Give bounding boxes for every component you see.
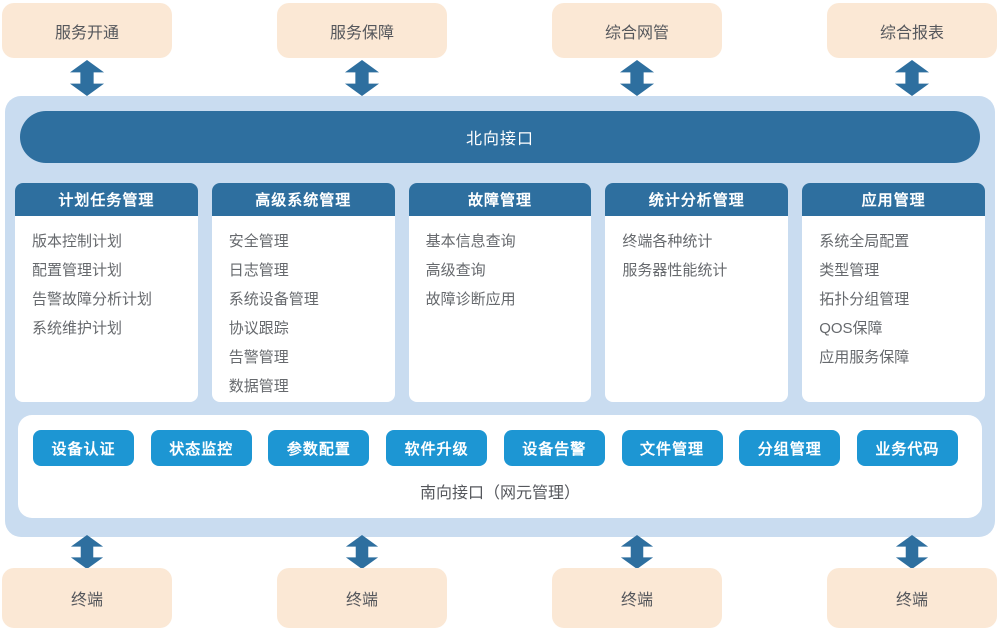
module-item: 系统设备管理 [228, 291, 319, 308]
terminal-box: 终端 [552, 568, 722, 628]
module-item: 系统全局配置 [819, 233, 910, 250]
module-item: 日志管理 [228, 262, 289, 279]
southbound-panel: 设备认证 状态监控 参数配置 软件升级 设备告警 文件管理 分组管理 业务代码 … [18, 415, 982, 518]
module-card-title: 计划任务管理 [15, 183, 198, 216]
top-system-box-integrated-nms: 综合网管 [552, 3, 722, 58]
top-system-box-label: 服务保障 [329, 24, 394, 42]
terminal-box-label: 终端 [895, 592, 928, 609]
module-cards-row: 计划任务管理 版本控制计划 配置管理计划 告警故障分析计划 系统维护计划 高级系… [15, 183, 985, 402]
module-card-title: 高级系统管理 [211, 183, 395, 216]
module-card-body: 版本控制计划 配置管理计划 告警故障分析计划 系统维护计划 [15, 216, 198, 354]
module-item: 数据管理 [228, 378, 289, 395]
southbound-function-device-alarm: 设备告警 [503, 430, 605, 466]
southbound-function-service-code: 业务代码 [856, 430, 958, 466]
top-system-box-service-provisioning: 服务开通 [2, 3, 172, 58]
module-card-title: 统计分析管理 [605, 183, 789, 216]
module-item: 系统维护计划 [32, 320, 123, 337]
module-card-application-management: 应用管理 系统全局配置 类型管理 拓扑分组管理 QOS保障 应用服务保障 [802, 183, 985, 402]
module-item: 服务器性能统计 [622, 262, 728, 279]
module-item: 告警管理 [228, 349, 289, 366]
module-item: 应用服务保障 [819, 349, 910, 366]
southbound-function-parameter-config: 参数配置 [268, 430, 370, 466]
double-arrow-icon [894, 60, 930, 96]
terminal-box-label: 终端 [620, 592, 653, 609]
module-item: 基本信息查询 [425, 233, 516, 250]
terminal-box-label: 终端 [345, 592, 378, 609]
terminal-box: 终端 [827, 568, 997, 628]
platform-panel: 北向接口 计划任务管理 版本控制计划 配置管理计划 告警故障分析计划 系统维护计… [5, 96, 995, 537]
top-system-box-service-assurance: 服务保障 [277, 3, 447, 58]
northbound-interface-bar: 北向接口 [20, 111, 980, 163]
top-system-box-label: 综合网管 [604, 24, 669, 42]
module-item: 配置管理计划 [32, 262, 123, 279]
terminal-box: 终端 [277, 568, 447, 628]
module-item: 高级查询 [425, 262, 486, 279]
module-card-body: 系统全局配置 类型管理 拓扑分组管理 QOS保障 应用服务保障 [802, 216, 985, 383]
module-card-body: 基本信息查询 高级查询 故障诊断应用 [409, 216, 592, 325]
terminal-box-label: 终端 [70, 592, 103, 609]
module-card-body: 安全管理 日志管理 系统设备管理 协议跟踪 告警管理 数据管理 [212, 216, 395, 402]
module-item: 安全管理 [228, 233, 289, 250]
module-item: 类型管理 [819, 262, 880, 279]
module-item: 拓扑分组管理 [819, 291, 910, 308]
southbound-function-software-upgrade: 软件升级 [386, 430, 488, 466]
module-item: 告警故障分析计划 [32, 291, 153, 308]
top-system-box-label: 服务开通 [54, 24, 119, 42]
module-card-title: 故障管理 [408, 183, 592, 216]
southbound-buttons-row: 设备认证 状态监控 参数配置 软件升级 设备告警 文件管理 分组管理 业务代码 [33, 430, 958, 466]
module-card-advanced-system: 高级系统管理 安全管理 日志管理 系统设备管理 协议跟踪 告警管理 数据管理 [211, 183, 395, 402]
top-system-box-label: 综合报表 [879, 24, 944, 42]
southbound-caption: 南向接口（网元管理） [419, 485, 580, 502]
southbound-function-group-management: 分组管理 [739, 430, 841, 466]
module-card-planned-tasks: 计划任务管理 版本控制计划 配置管理计划 告警故障分析计划 系统维护计划 [15, 183, 198, 402]
double-arrow-icon [619, 535, 655, 569]
double-arrow-icon [894, 535, 930, 569]
double-arrow-icon [69, 535, 105, 569]
double-arrow-icon [344, 60, 380, 96]
double-arrow-icon [344, 535, 380, 569]
top-system-box-integrated-report: 综合报表 [827, 3, 997, 58]
module-card-body: 终端各种统计 服务器性能统计 [605, 216, 788, 296]
southbound-function-status-monitor: 状态监控 [150, 430, 252, 466]
module-card-statistics-analysis: 统计分析管理 终端各种统计 服务器性能统计 [605, 183, 789, 402]
module-card-title: 应用管理 [802, 183, 985, 216]
southbound-function-device-auth: 设备认证 [33, 430, 134, 466]
module-item: QOS保障 [819, 320, 883, 337]
terminal-box: 终端 [2, 568, 172, 628]
double-arrow-icon [69, 60, 105, 96]
module-item: 版本控制计划 [32, 233, 123, 250]
double-arrow-icon [619, 60, 655, 96]
module-item: 故障诊断应用 [425, 291, 516, 308]
module-card-fault-management: 故障管理 基本信息查询 高级查询 故障诊断应用 [408, 183, 592, 402]
module-item: 协议跟踪 [228, 320, 289, 337]
southbound-function-file-management: 文件管理 [621, 430, 723, 466]
northbound-interface-label: 北向接口 [465, 131, 534, 148]
module-item: 终端各种统计 [622, 233, 713, 250]
